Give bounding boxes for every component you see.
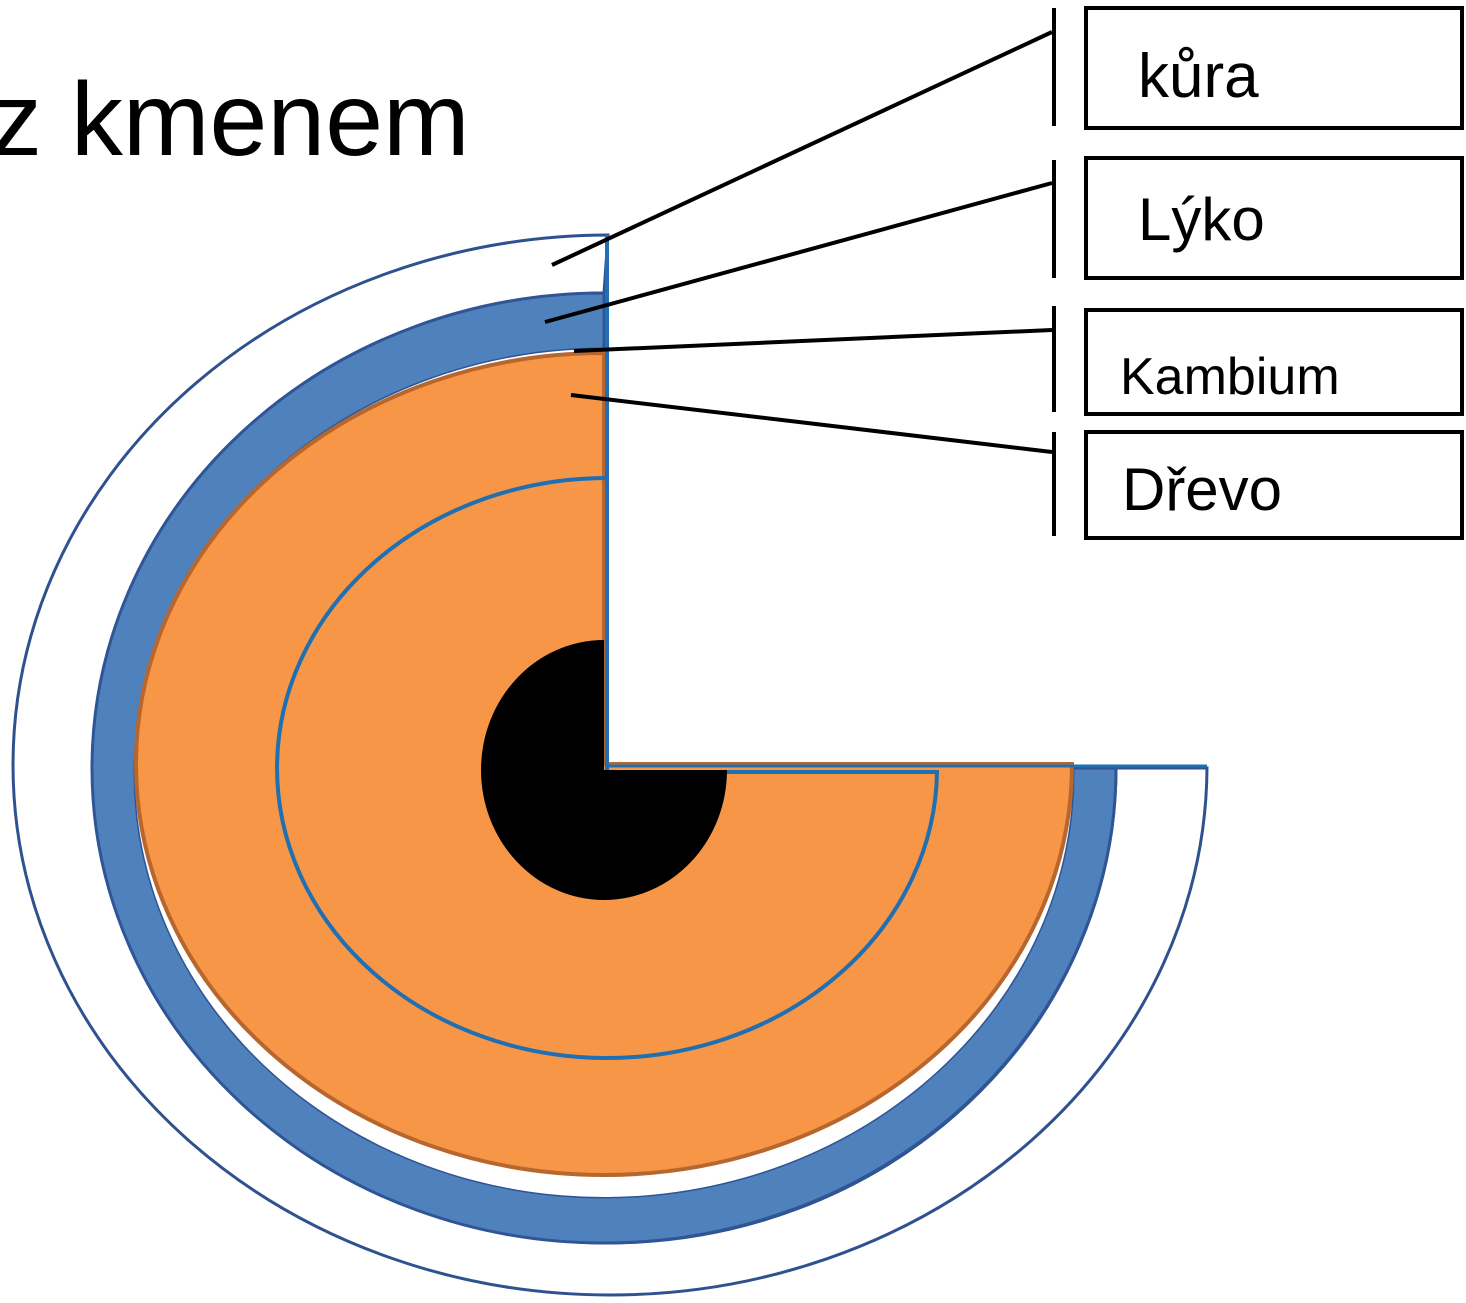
label-kambium: Kambium [1084,308,1464,416]
leader-line-drevo [570,393,1053,454]
label-box-lyko [1084,156,1464,280]
label-box-kambium [1084,308,1464,416]
leader-line-lyko [544,181,1053,324]
label-text-lyko: Lýko [1138,186,1265,253]
label-box-drevo [1084,430,1464,540]
label-box-kura [1084,6,1464,130]
label-text-kambium: Kambium [1120,348,1340,406]
pith-core [481,640,727,900]
label-kura: kůra [1084,6,1464,130]
label-lyko: Lýko [1084,156,1464,280]
label-text-drevo: Dřevo [1122,456,1282,523]
diagram-title: z kmenem [0,62,470,178]
annual-ring-line [275,475,940,1060]
label-text-kura: kůra [1138,42,1259,111]
label-drevo: Dřevo [1084,430,1464,540]
leader-line-kura [551,30,1053,267]
leader-line-kambium [573,328,1053,353]
